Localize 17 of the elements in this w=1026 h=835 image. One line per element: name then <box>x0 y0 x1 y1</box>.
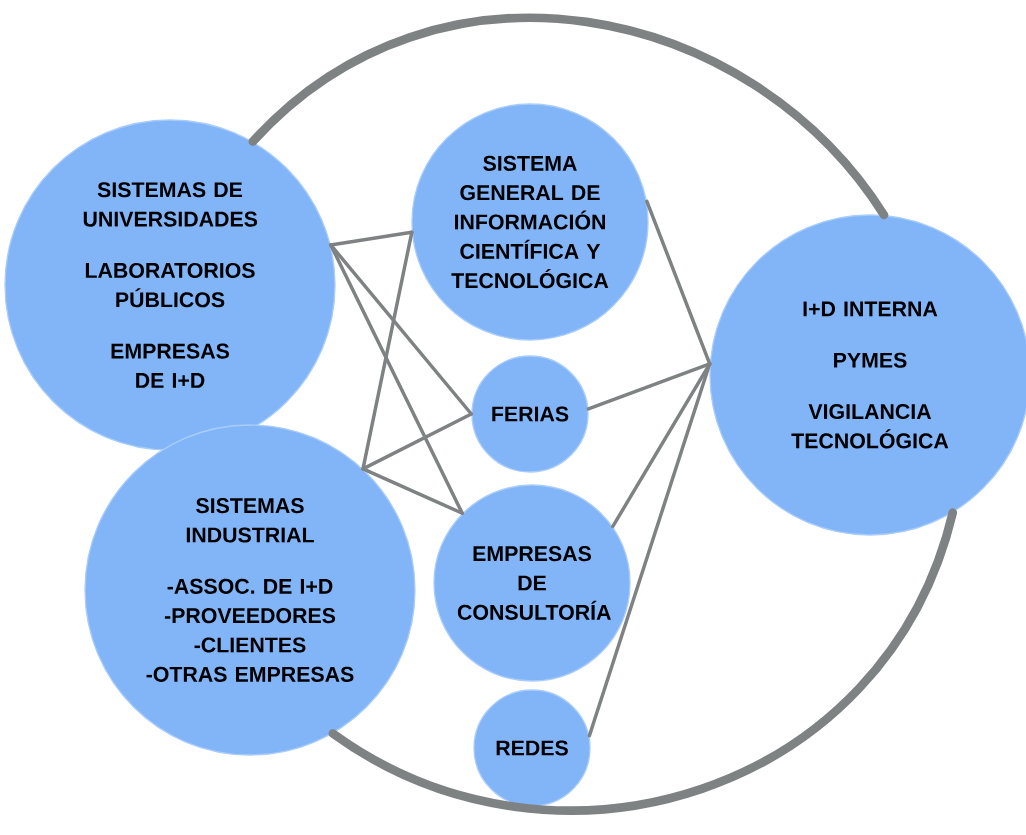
circle-node: EMPRESAS DE CONSULTORÍA <box>433 484 631 682</box>
connector-line <box>645 199 712 366</box>
connector-line <box>361 467 464 515</box>
connector-arc <box>248 13 889 220</box>
circle-node: REDES <box>473 689 591 807</box>
circle-node: SISTEMAS DE UNIVERSIDADES LABORATORIOS PÚBLICOS EMPRESAS DE I+D <box>4 119 336 451</box>
circle-node: SISTEMA GENERAL DE INFORMACIÓN CIENTÍFICA Y TECNOLÓGICA <box>411 103 649 341</box>
connector-line <box>611 362 712 529</box>
circle-node: FERIAS <box>471 355 589 473</box>
circle-node: I+D INTERNA PYMES VIGILANCIA TECNOLÓGICA <box>709 214 1026 536</box>
connector-line <box>361 230 414 471</box>
circle-node: SISTEMAS INDUSTRIAL -ASSOC. DE I+D -PROVEEDORES -CLIENTES -OTRAS EMPRESAS <box>84 424 416 756</box>
connector-line <box>586 362 712 411</box>
connector-arc <box>328 508 958 815</box>
connector-line <box>587 362 712 738</box>
connector-line <box>361 412 474 471</box>
connector-line <box>329 243 474 416</box>
